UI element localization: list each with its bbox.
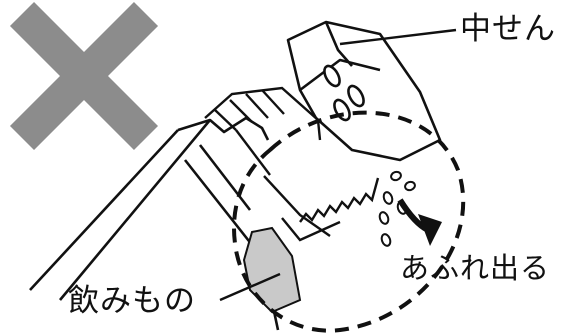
inner-cap-teeth [299, 177, 380, 223]
bottle-body [29, 116, 280, 331]
droplets [378, 170, 416, 247]
drink-liquid [242, 226, 302, 314]
leader-line-drink [219, 272, 281, 302]
leader-line-inner-cap [339, 28, 457, 46]
inner-cap [286, 20, 442, 162]
leader-lines [219, 28, 457, 302]
drink-label: 飲みもの [68, 283, 196, 319]
highlight-circle [232, 110, 466, 333]
bottle-neck [204, 86, 341, 242]
overflow-label: あふれ出る [400, 251, 551, 285]
inner-cap-label: 中せん [460, 11, 556, 47]
curved-arrow-icon [397, 198, 442, 246]
x-mark-icon [9, 1, 159, 151]
